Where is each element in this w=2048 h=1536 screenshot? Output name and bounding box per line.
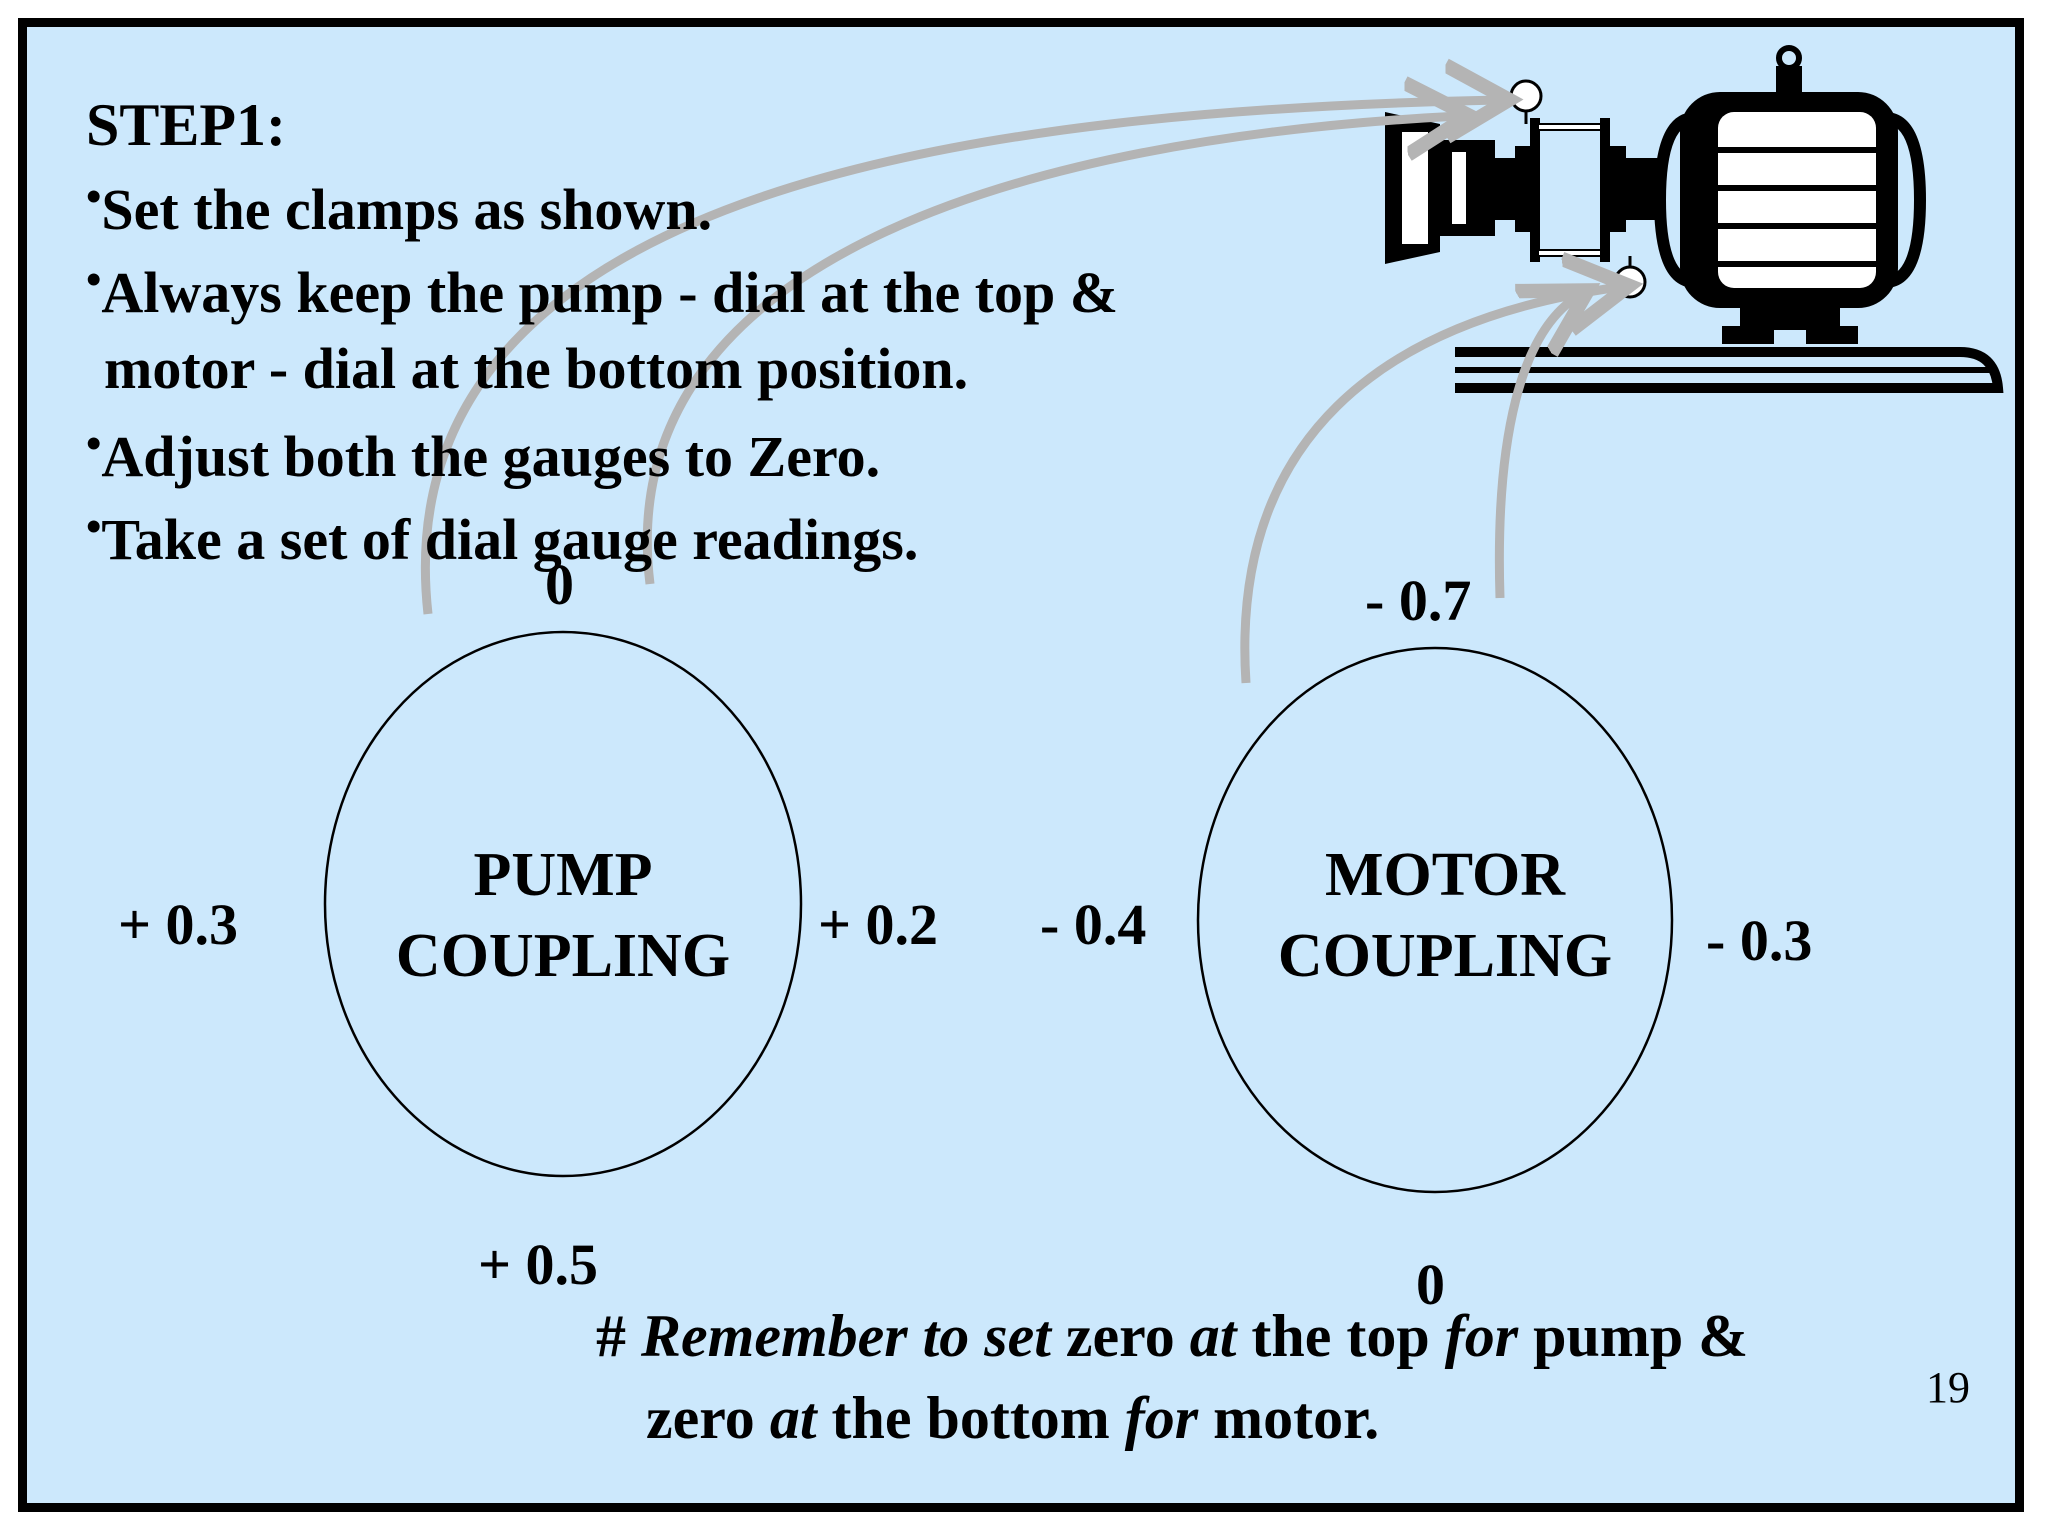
pump-reading-left: + 0.3	[118, 892, 239, 957]
motor-reading-top: - 0.7	[1365, 568, 1472, 633]
bullet-marker: •	[86, 172, 102, 221]
note-emph: at	[769, 1385, 817, 1451]
bullet-dial-position-continued: motor - dial at the bottom position.	[104, 336, 969, 401]
bullet-take-readings: •Take a set of dial gauge readings.	[86, 505, 918, 569]
note-emph: Remember to set	[641, 1303, 1051, 1369]
motor-coupling-circle	[1196, 646, 1674, 1194]
note-text: the bottom	[816, 1385, 1125, 1451]
step-title: STEP1:	[86, 92, 287, 158]
motor-label-line2: COUPLING	[1277, 921, 1613, 990]
pump-reading-bottom: + 0.5	[478, 1232, 599, 1297]
pump-reading-top: 0	[545, 552, 574, 617]
note-text: motor.	[1198, 1385, 1380, 1451]
note-line1: # Remember to set zero at the top for pu…	[596, 1306, 1748, 1366]
motor-coupling-label: MOTOR COUPLING	[1245, 835, 1645, 996]
bullet-marker: •	[86, 502, 102, 551]
note-text: zero	[646, 1385, 770, 1451]
bullet-marker: •	[86, 419, 102, 468]
note-text: the top	[1236, 1303, 1445, 1369]
note-text: pump &	[1518, 1303, 1749, 1369]
motor-reading-bottom: 0	[1416, 1252, 1445, 1317]
note-emph: at	[1189, 1303, 1237, 1369]
note-hash: #	[596, 1303, 641, 1369]
motor-reading-left: - 0.4	[1040, 892, 1147, 957]
bullet-text: Set the clamps as shown.	[101, 177, 713, 242]
bullet-text: Adjust both the gauges to Zero.	[101, 424, 881, 489]
pump-reading-right: + 0.2	[818, 892, 939, 957]
note-line2: zero at the bottom for motor.	[646, 1388, 1379, 1448]
pump-coupling-circle	[323, 630, 803, 1178]
note-emph: for	[1444, 1303, 1519, 1369]
motor-reading-right: - 0.3	[1706, 908, 1813, 973]
bullet-text: Always keep the pump - dial at the top &	[101, 260, 1119, 325]
note-emph: for	[1124, 1385, 1199, 1451]
page-number: 19	[1926, 1363, 1970, 1412]
motor-label-line1: MOTOR	[1325, 841, 1565, 909]
bullet-adjust-gauges: •Adjust both the gauges to Zero.	[86, 422, 880, 486]
note-text: zero	[1050, 1303, 1190, 1369]
bullet-set-clamps: •Set the clamps as shown.	[86, 175, 712, 239]
pump-label-line2: COUPLING	[395, 921, 731, 990]
pump-label-line1: PUMP	[473, 841, 653, 909]
bullet-dial-position: •Always keep the pump - dial at the top …	[86, 258, 1118, 322]
bullet-text: Take a set of dial gauge readings.	[101, 507, 919, 572]
bullet-marker: •	[86, 255, 102, 304]
pump-coupling-label: PUMP COUPLING	[363, 835, 763, 996]
